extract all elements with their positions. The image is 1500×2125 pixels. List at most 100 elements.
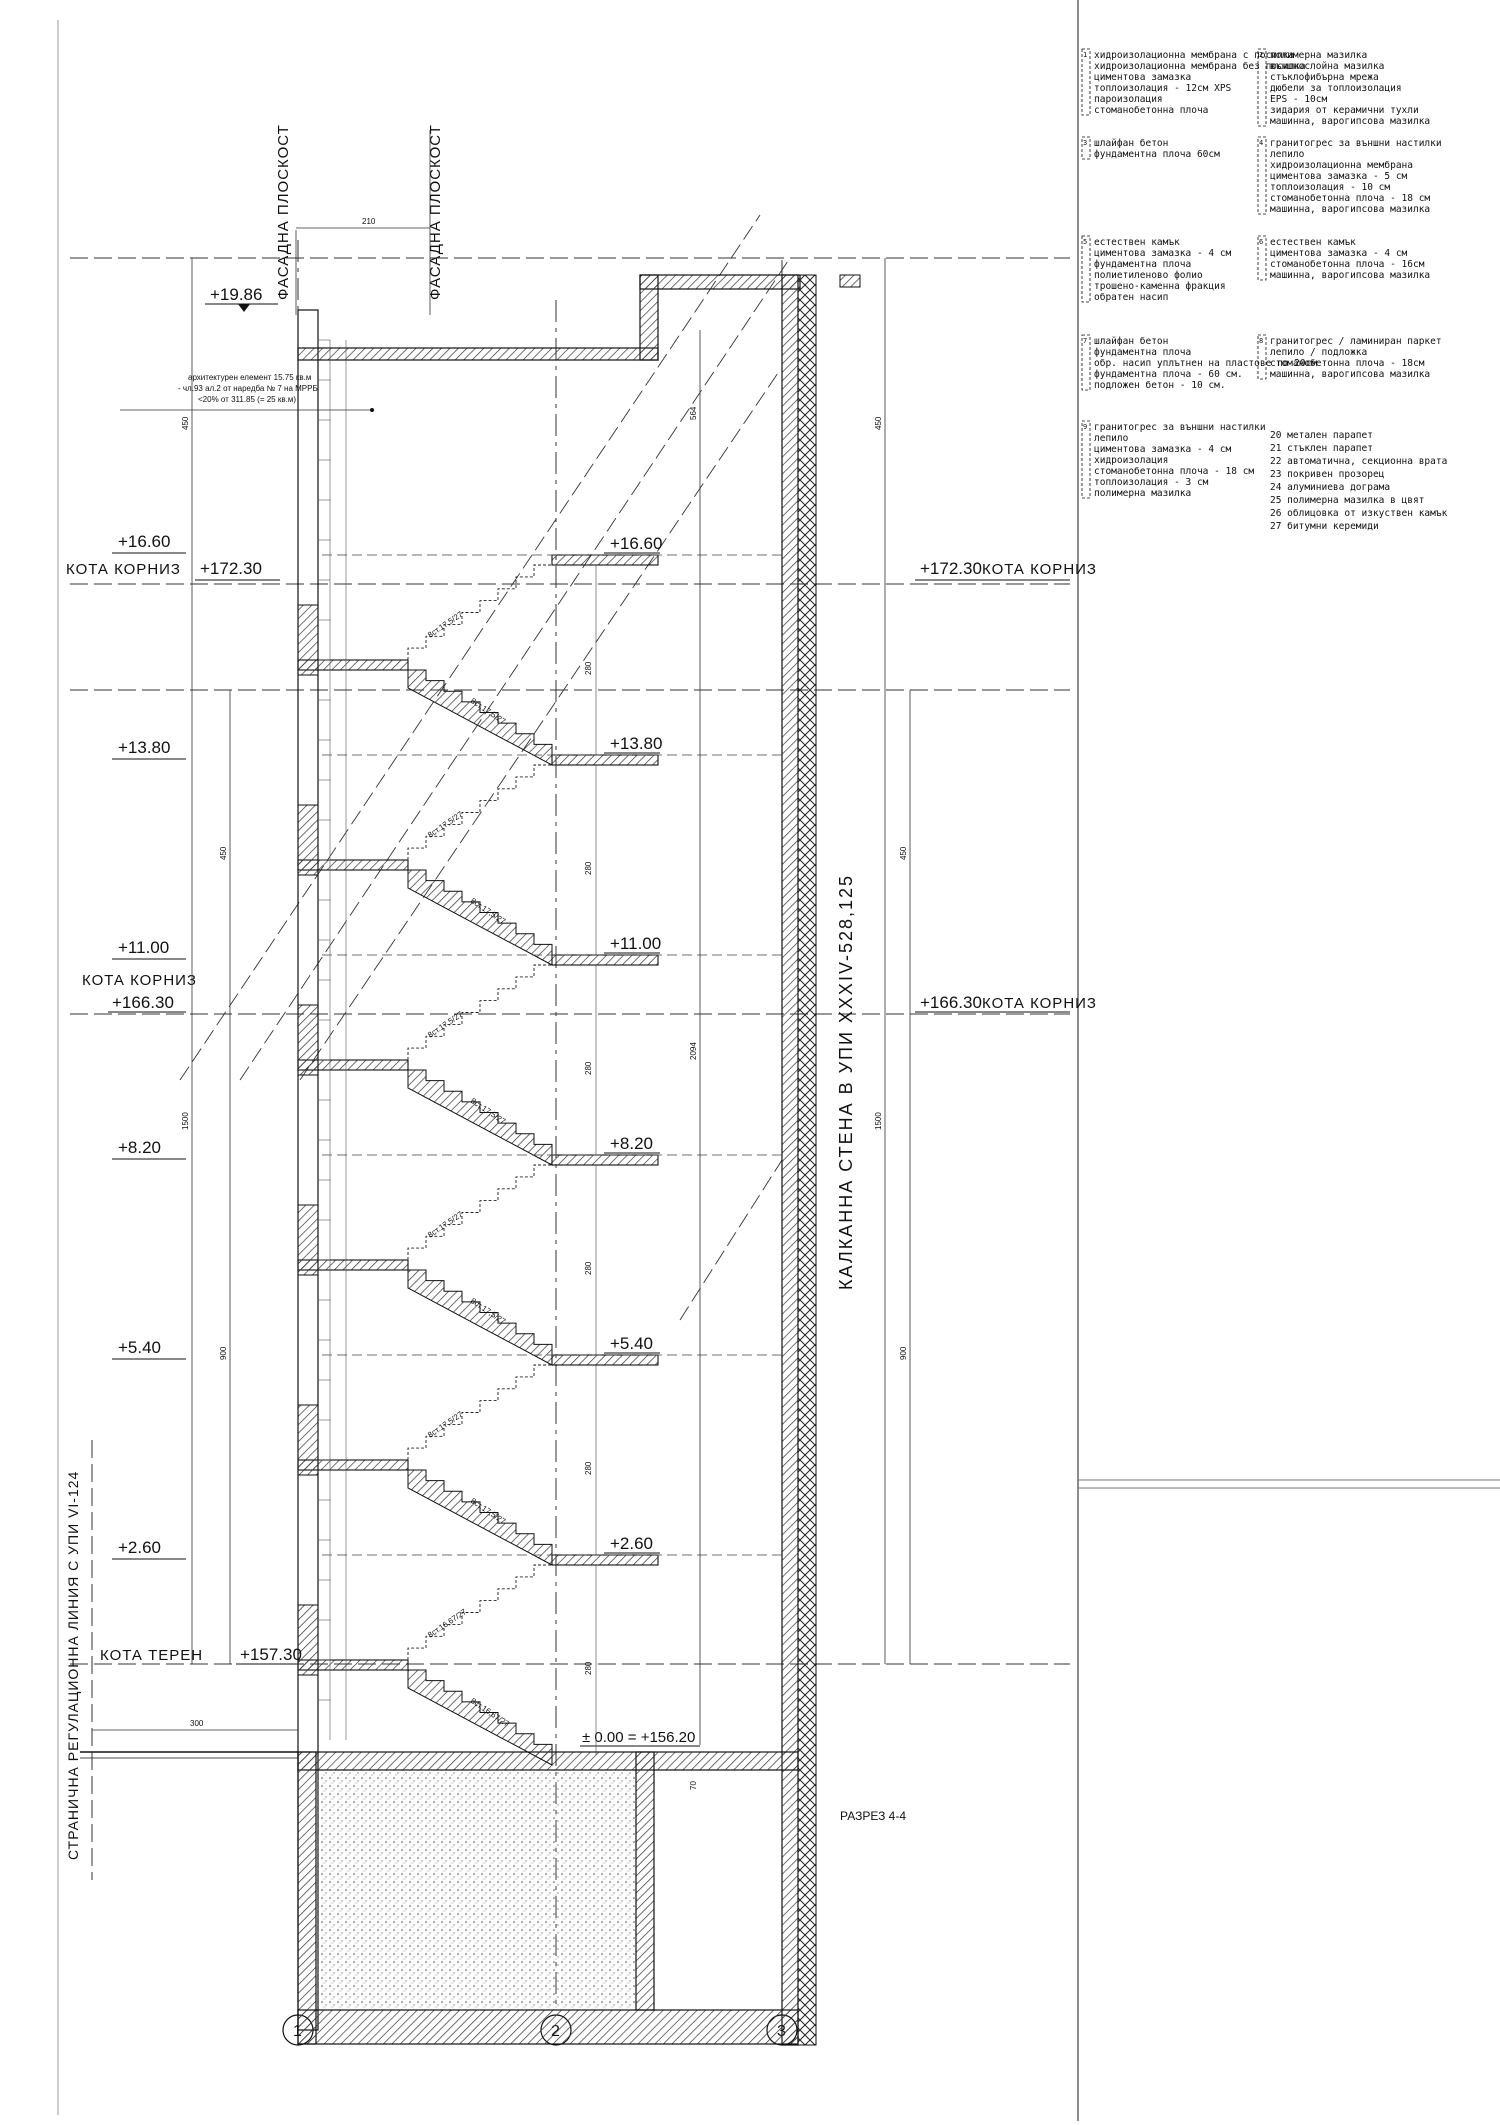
facade-plane-label-left: ФАСАДНА ПЛОСКОСТ — [275, 124, 292, 300]
legend-line: фундаментна плоча — [1094, 259, 1191, 270]
basement-walls — [297, 1751, 317, 2045]
legend-line: дюбели за топлоизолация — [1270, 83, 1402, 94]
legend-line: циментова замазка - 4 см — [1094, 248, 1232, 259]
dim-inner-1: 280 — [584, 661, 593, 675]
legend-line: естествен камък — [1094, 237, 1180, 248]
dim-left-4: 900 — [219, 1346, 228, 1360]
legend-tag-3: 3 — [1083, 139, 1087, 147]
top-level: +19.86 — [210, 285, 262, 304]
dim-inner-3: 280 — [584, 1061, 593, 1075]
absolute-levels: КОТА КОРНИЗ +172.30 КОТА КОРНИЗ +166.30 … — [66, 559, 1097, 1747]
dimension-texts: 450 450 1500 900 450 450 1500 900 2094 3… — [181, 406, 908, 1790]
facade-pier-6 — [297, 1604, 319, 1676]
legend-box-7 — [1081, 334, 1091, 391]
dim-inner-4: 280 — [584, 1261, 593, 1275]
legend-numbered-item: 26 облицовка от изкуствен камък — [1270, 508, 1448, 519]
dim-right-2: 450 — [899, 846, 908, 860]
legend-line: стоманобетонна плоча - 18 см — [1270, 193, 1430, 204]
legend-line: полимерна мазилка — [1094, 488, 1191, 499]
legend-line: гранитогрес за външни настилки — [1094, 422, 1266, 433]
upper-flight-6 — [407, 1564, 552, 1660]
left-level-4: +8.20 — [118, 1138, 161, 1157]
stair-flights: 8ст.17,5/278ст.17,5/278ст.17,5/278ст.17,… — [407, 564, 553, 1766]
legend-line: шлайфан бетон — [1094, 336, 1168, 347]
legend-line: външнослойна мазилка — [1270, 61, 1384, 72]
legend-tag-4: 4 — [1259, 139, 1263, 147]
legend-line: циментова замазка - 5 см — [1270, 171, 1408, 182]
right-level-6: +2.60 — [610, 1534, 653, 1553]
dimension-lines — [92, 258, 911, 1745]
legend-line: машинна, варогипсова мазилка — [1270, 204, 1430, 215]
upper-flight-1 — [407, 564, 552, 660]
foundation — [297, 2009, 799, 2045]
landing-slab-2 — [551, 754, 659, 766]
left-level-5: +5.40 — [118, 1338, 161, 1357]
legend-line: полимерна мазилка — [1270, 50, 1367, 61]
legend-line: EPS - 10см — [1270, 94, 1327, 105]
parapet-post — [639, 274, 659, 361]
cornice-level-left-mid: +166.30 — [112, 993, 174, 1012]
basement-fill — [315, 1769, 637, 2011]
legend-line: фундаментна плоча — [1094, 347, 1191, 358]
ground-label: КОТА ТЕРЕН — [100, 1647, 203, 1664]
note-line-1: архитектурен елемент 15.75 кв.м — [188, 373, 311, 382]
legend-box-9 — [1081, 420, 1091, 499]
side-line-label: СТРАНИЧНА РЕГУЛАЦИОННА ЛИНИЯ С УПИ VI-12… — [65, 1471, 81, 1860]
facade-pier-4 — [297, 1204, 319, 1276]
legend-line: трошено-каменна фракция — [1094, 281, 1226, 292]
legend-tag-8: 8 — [1259, 337, 1263, 345]
facade-dim-text: 210 — [362, 217, 376, 226]
landing-slab-1 — [551, 554, 659, 566]
right-level-4: +8.20 — [610, 1134, 653, 1153]
arch-note: архитектурен елемент 15.75 кв.м - чл.93 … — [120, 373, 374, 412]
legend-line: хидроизолационна мембрана — [1270, 160, 1413, 171]
dim-misc-564: 564 — [689, 406, 698, 420]
cornice-label-left-top: КОТА КОРНИЗ — [66, 561, 181, 578]
basement-wall-mid — [635, 1751, 655, 2011]
cornice-level-right-mid: +166.30 — [920, 993, 982, 1012]
cornice-label-right-mid: КОТА КОРНИЗ — [982, 995, 1097, 1012]
dim-inner-5: 280 — [584, 1461, 593, 1475]
legend-tag-9: 9 — [1083, 423, 1087, 431]
legend-line: циментова замазка - 4 см — [1270, 248, 1408, 259]
dim-left-1: 450 — [181, 416, 190, 430]
parapet — [639, 274, 801, 290]
level-marks: +19.86 +16.60+16.60+13.80+13.80+11.00+11… — [112, 285, 782, 1560]
roof-slab — [297, 347, 659, 361]
cornice-level-left-top: +172.30 — [200, 559, 262, 578]
upper-flight-5 — [407, 1364, 552, 1460]
legend-line: лепило — [1094, 433, 1129, 444]
legend-line: зидария от керамични тухли — [1270, 105, 1419, 116]
section-title: РАЗРЕЗ 4-4 — [840, 1809, 906, 1823]
left-level-6: +2.60 — [118, 1538, 161, 1557]
landing-slab-4 — [551, 1154, 659, 1166]
legend-line: машинна, варогипсова мазилка — [1270, 116, 1430, 127]
legend-numbered-item: 23 покривен прозорец — [1270, 469, 1385, 480]
lower-flight-1 — [407, 669, 553, 766]
lower-flight-4 — [407, 1269, 553, 1366]
dim-inner-total: 2094 — [689, 1042, 698, 1060]
level-lines — [70, 257, 1070, 1665]
legend-line: стоманобетонна плоча - 18 см — [1094, 466, 1254, 477]
legend-line: подложен бетон - 10 см. — [1094, 380, 1226, 391]
facade-plane-dim — [295, 130, 431, 315]
legend-line: стоманобетонна плоча - 16см — [1270, 259, 1425, 270]
note-line-3: <20% от 311.85 (= 25 кв.м) — [198, 395, 296, 404]
legend-line: гранитогрес за външни настилки — [1270, 138, 1442, 149]
legend-line: хидроизолация — [1094, 455, 1168, 466]
legend-box-1 — [1081, 48, 1091, 116]
legend-tag-1: 1 — [1083, 51, 1087, 59]
upper-flight-2 — [407, 764, 552, 860]
upper-flight-4 — [407, 1164, 552, 1260]
legend-line: лепило / подложка — [1270, 347, 1367, 358]
legend-line: фундаментна плоча 60см — [1094, 149, 1220, 160]
fire-wall-insulation — [797, 274, 817, 2046]
legend-line: естествен камък — [1270, 237, 1356, 248]
legend-tag-2: 2 — [1259, 51, 1263, 59]
legend-box-8 — [1257, 334, 1267, 380]
dim-right-3: 1500 — [874, 1112, 883, 1130]
facade-pier-2 — [297, 804, 319, 876]
